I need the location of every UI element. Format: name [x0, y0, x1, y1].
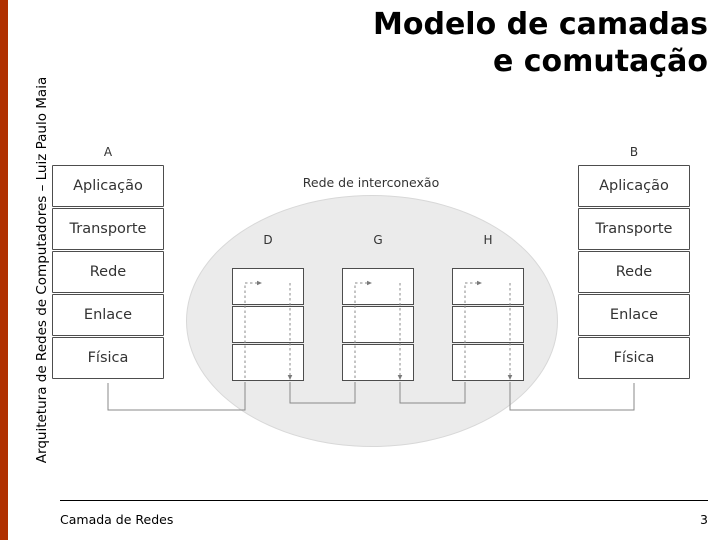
host-b-stack: Aplicação Transporte Rede Enlace Física: [578, 165, 690, 379]
sidebar-text-container: Arquitetura de Redes de Computadores – L…: [8, 0, 50, 520]
host-a-layer-link: Enlace: [52, 294, 164, 336]
node-h-stack: [452, 268, 524, 381]
host-b-layer-physical: Física: [578, 337, 690, 379]
node-h-cell-3: [452, 344, 524, 381]
host-b-layer-link: Enlace: [578, 294, 690, 336]
node-h-cell-1: [452, 268, 524, 305]
node-d-cell-2: [232, 306, 304, 343]
slide-number: 3: [700, 512, 708, 527]
node-d-cell-1: [232, 268, 304, 305]
layer-model-diagram: Rede de interconexão A Aplicação Transpo…: [52, 120, 710, 470]
node-g-cell-2: [342, 306, 414, 343]
host-a-layer-network: Rede: [52, 251, 164, 293]
footer-divider: [60, 500, 708, 501]
host-a-label: A: [103, 145, 113, 159]
host-a-stack: Aplicação Transporte Rede Enlace Física: [52, 165, 164, 379]
node-g-cell-1: [342, 268, 414, 305]
host-b-layer-transport: Transporte: [578, 208, 690, 250]
node-h-cell-2: [452, 306, 524, 343]
node-d-label: D: [263, 233, 273, 247]
node-d-stack: [232, 268, 304, 381]
host-a-layer-physical: Física: [52, 337, 164, 379]
footer-section-label: Camada de Redes: [60, 512, 174, 527]
accent-bar: [0, 0, 8, 540]
host-b-label: B: [629, 145, 639, 159]
diagram-connectors: [107, 280, 635, 411]
node-g-label: G: [373, 233, 383, 247]
page-title-line-2: e comutação: [492, 44, 708, 80]
page-title-line-1: Modelo de camadas: [373, 7, 708, 42]
host-b-layer-application: Aplicação: [578, 165, 690, 207]
host-a-layer-transport: Transporte: [52, 208, 164, 250]
page-title: Modelo de camadas e comutação: [230, 6, 708, 80]
host-a-layer-application: Aplicação: [52, 165, 164, 207]
host-b-layer-network: Rede: [578, 251, 690, 293]
interconnection-network-label: Rede de interconexão: [302, 175, 440, 190]
node-h-label: H: [483, 233, 493, 247]
slide-side-caption: Arquitetura de Redes de Computadores – L…: [34, 76, 50, 464]
